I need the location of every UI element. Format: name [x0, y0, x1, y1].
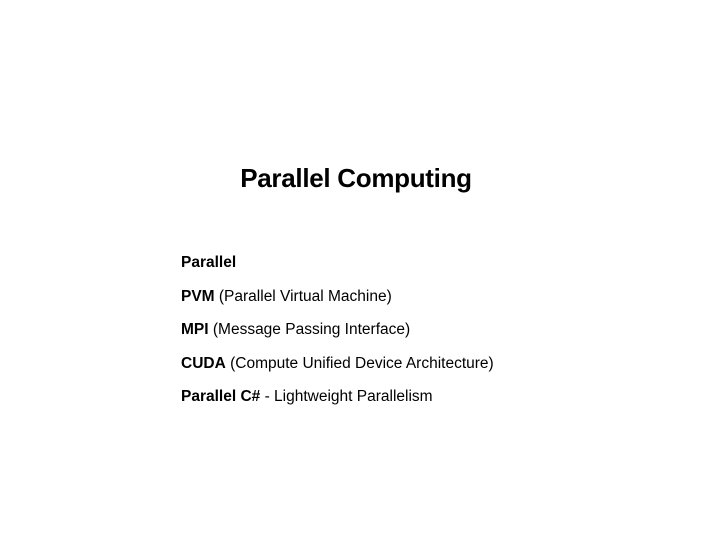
item-description: (Compute Unified Device Architecture) — [225, 354, 494, 372]
slide-content-list: Parallel PVM (Parallel Virtual Machine) … — [181, 253, 494, 421]
item-description: (Message Passing Interface) — [208, 321, 411, 338]
list-item: Parallel C# - Lightweight Parallelism — [181, 387, 494, 407]
item-term: MPI — [181, 321, 209, 338]
item-description: - Lightweight Parallelism — [260, 388, 433, 405]
slide-title: Parallel Computing — [240, 163, 472, 193]
item-term: Parallel — [181, 254, 237, 271]
list-item: CUDA (Compute Unified Device Architectur… — [181, 354, 494, 374]
item-description: (Parallel Virtual Machine) — [214, 287, 392, 305]
item-term: Parallel C# — [181, 388, 261, 405]
list-item: PVM (Parallel Virtual Machine) — [181, 287, 494, 307]
list-item: Parallel — [181, 253, 494, 273]
list-item: MPI (Message Passing Interface) — [181, 320, 494, 340]
item-term: CUDA — [181, 354, 226, 372]
item-term: PVM — [181, 287, 215, 305]
